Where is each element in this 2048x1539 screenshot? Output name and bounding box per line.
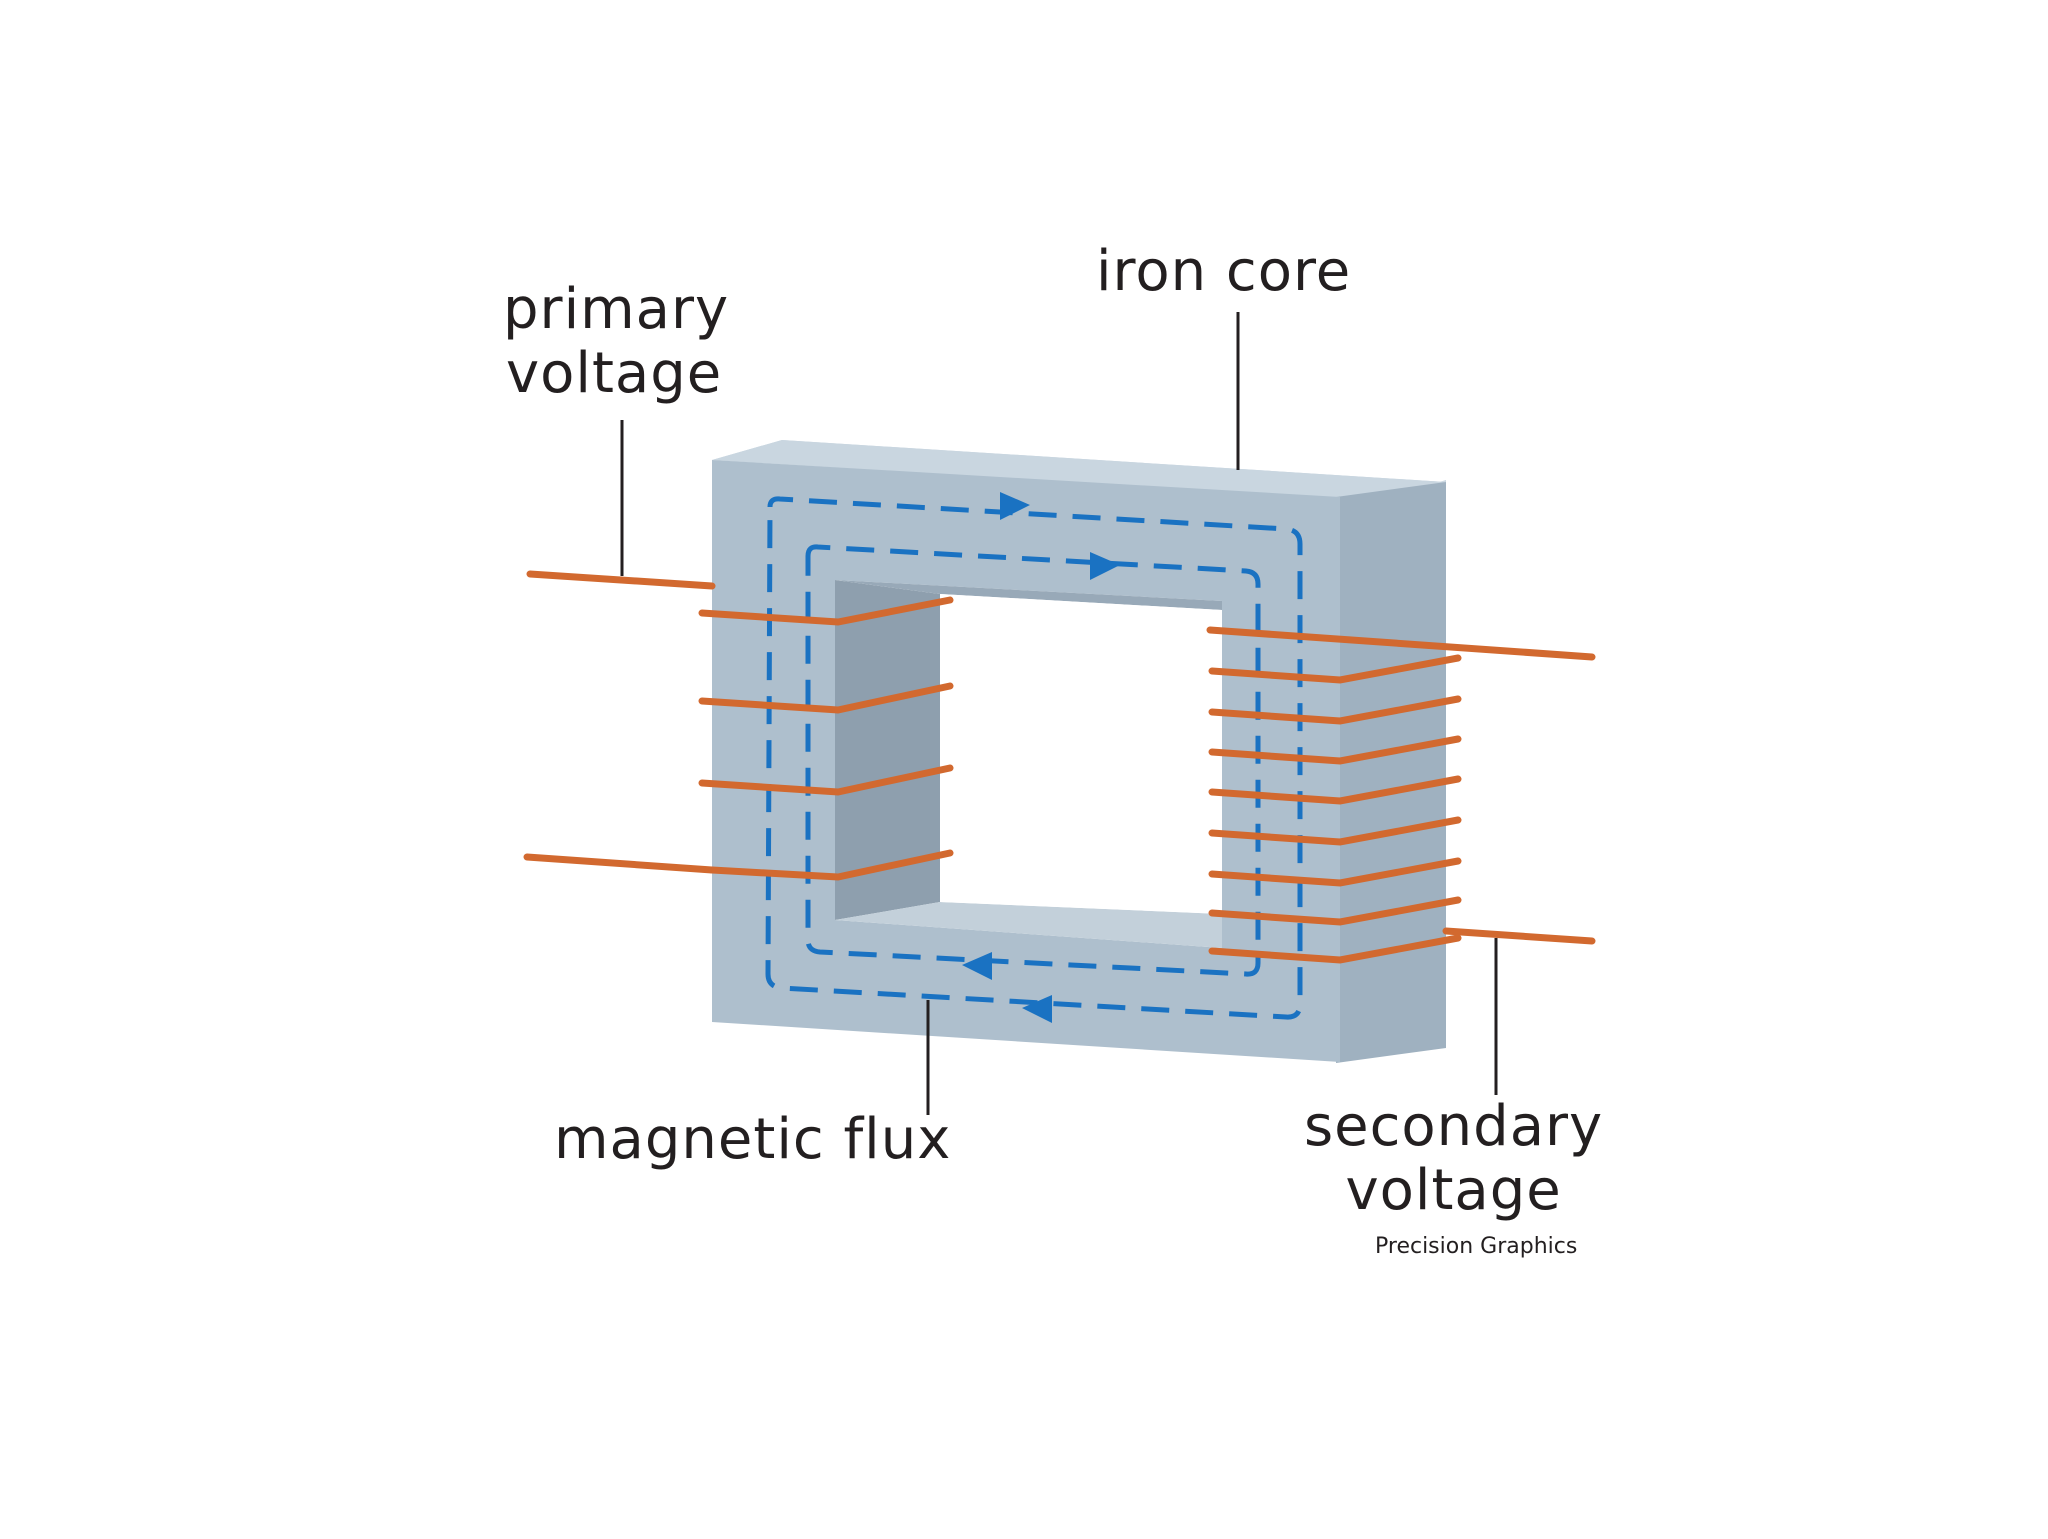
secondary-turn — [1208, 934, 1462, 964]
secondary-turn — [1208, 735, 1462, 765]
iron-core-label: iron core — [1096, 239, 1352, 304]
primary-voltage-label-line1: primary — [503, 277, 730, 342]
secondary-turn — [1208, 775, 1462, 805]
secondary-winding — [1206, 626, 1596, 964]
image-credit: Precision Graphics — [1375, 1234, 1578, 1259]
flux-arrow-icon — [1022, 995, 1052, 1023]
magnetic-flux-inner-loop — [805, 544, 1261, 977]
secondary-turn — [1208, 896, 1462, 926]
primary-turn — [698, 682, 954, 714]
iron-core-front-face — [712, 460, 1340, 1062]
secondary-turn — [1208, 857, 1462, 887]
window-top-inner-face — [835, 580, 1222, 610]
primary-lead-top — [526, 570, 716, 590]
magnetic-flux-outer-loop — [765, 496, 1303, 1020]
window-bottom-inner-face — [835, 902, 1222, 948]
secondary-voltage-label-line1: secondary — [1304, 1094, 1604, 1159]
primary-turn — [708, 849, 954, 881]
secondary-lead-bottom — [1442, 927, 1596, 945]
iron-core-top-face-band — [712, 440, 1446, 500]
primary-lead-bottom — [523, 853, 716, 874]
flux-arrow-icon — [962, 952, 992, 980]
secondary-turn — [1208, 654, 1462, 684]
secondary-voltage-label: secondary voltage — [1304, 1095, 1603, 1223]
magnetic-flux-label: magnetic flux — [554, 1107, 952, 1172]
primary-turn — [698, 596, 954, 626]
secondary-turn — [1208, 816, 1462, 846]
flux-arrow-icon — [1090, 552, 1120, 580]
primary-voltage-label: primary voltage — [503, 278, 729, 406]
secondary-voltage-label-line2: voltage — [1345, 1158, 1562, 1223]
flux-arrow-icon — [1000, 492, 1030, 520]
iron-core-side-face — [1336, 482, 1446, 1063]
secondary-turn — [1208, 695, 1462, 725]
secondary-lead-top — [1206, 626, 1596, 661]
primary-turn — [698, 764, 954, 796]
window-left-inner-face — [835, 580, 940, 920]
primary-voltage-label-line2: voltage — [506, 341, 723, 406]
primary-winding — [523, 570, 954, 881]
window-background — [940, 594, 1222, 914]
